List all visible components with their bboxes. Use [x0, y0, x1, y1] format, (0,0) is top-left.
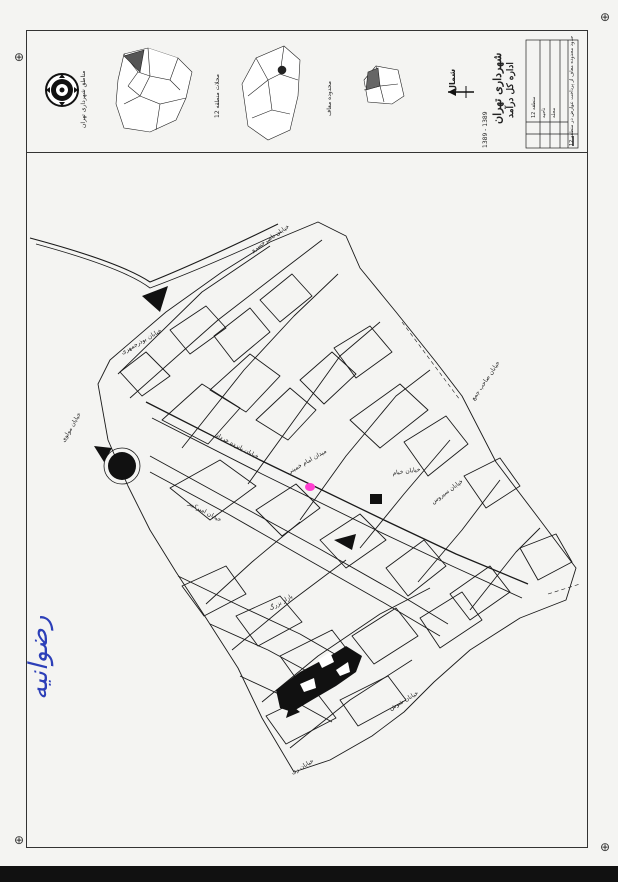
- map-boundary: [97, 221, 577, 773]
- triangle-plot-west: [94, 446, 112, 462]
- neighborhood-key-map: [363, 65, 405, 105]
- small-black-plot: [370, 494, 382, 504]
- exempt-area: [276, 646, 362, 718]
- logo-emblem-icon: [45, 73, 79, 107]
- highlight-mark: [305, 483, 315, 491]
- district-key-map: [241, 45, 301, 141]
- sheet-frame: [26, 30, 588, 848]
- rail-line-inner: [35, 231, 283, 289]
- scan-mark-icon: ⊕: [599, 840, 611, 854]
- scan-bottom-edge: [0, 866, 618, 882]
- triangle-plot-north: [142, 286, 168, 312]
- scan-mark-icon: ⊕: [599, 10, 611, 24]
- scan-mark-icon: ⊕: [13, 50, 25, 64]
- title-block: [525, 39, 579, 149]
- header-graphics: [45, 39, 579, 149]
- header-divider: [26, 152, 588, 153]
- handwritten-note: رضوانیه: [24, 615, 54, 700]
- triangle-plot-center: [334, 534, 356, 550]
- north-arrow-icon: [448, 86, 474, 98]
- square-circle: [108, 452, 136, 480]
- scan-mark-icon: ⊕: [13, 833, 25, 847]
- city-key-map: [115, 47, 193, 133]
- rail-line: [29, 223, 279, 283]
